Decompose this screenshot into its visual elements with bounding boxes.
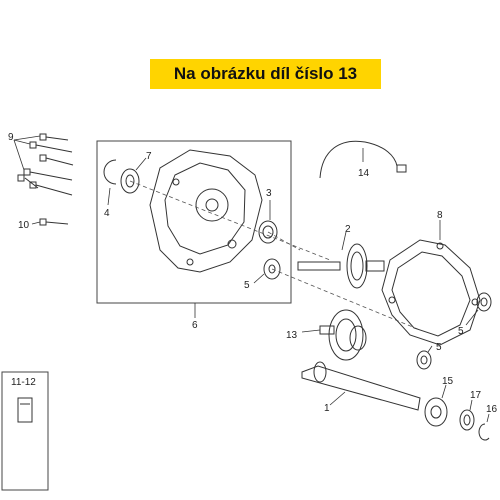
seal-3 [258, 220, 278, 244]
label-15: 15 [442, 376, 454, 387]
label-11-12: 11-12 [11, 377, 36, 388]
wire-harness-14 [319, 140, 407, 179]
bolt-2 [29, 141, 73, 153]
label-5c: 5 [436, 342, 442, 353]
shim-plate [17, 397, 33, 423]
label-9: 9 [8, 132, 14, 143]
label-8: 8 [437, 210, 443, 221]
bolt-1 [39, 133, 69, 141]
bearing-5b [476, 292, 492, 312]
kit-box-11-12 [1, 371, 49, 491]
label-1: 1 [324, 403, 330, 414]
circlip-16 [478, 423, 490, 441]
label-2: 2 [345, 224, 351, 235]
bolt-3 [39, 154, 74, 166]
label-10: 10 [18, 220, 30, 231]
seal-17 [459, 409, 475, 431]
label-4: 4 [104, 208, 110, 219]
label-6: 6 [192, 320, 198, 331]
label-16: 16 [486, 404, 498, 415]
label-14: 14 [358, 168, 370, 179]
label-13: 13 [286, 330, 298, 341]
case-cover [149, 149, 263, 273]
gear-13 [319, 309, 367, 361]
bearing-5a [263, 258, 281, 280]
circlip-4 [103, 159, 117, 185]
assembly-box-6 [96, 140, 292, 304]
label-7: 7 [146, 151, 152, 162]
bolt-5 [29, 181, 73, 196]
bearing-7 [120, 168, 140, 194]
bolt-10 [39, 218, 69, 226]
label-5a: 5 [244, 280, 250, 291]
bolt-6 [17, 174, 39, 189]
gasket-8 [381, 239, 481, 346]
label-17: 17 [470, 390, 482, 401]
bolt-4 [23, 168, 73, 181]
title-banner: Na obrázku díl číslo 13 [150, 59, 381, 89]
label-3: 3 [266, 188, 272, 199]
label-5b: 5 [458, 326, 464, 337]
bearing-15 [424, 397, 448, 427]
gear-shaft-2 [297, 243, 385, 289]
bearing-5c [416, 350, 432, 370]
bolts-group [13, 133, 74, 196]
output-shaft-1 [301, 361, 421, 411]
